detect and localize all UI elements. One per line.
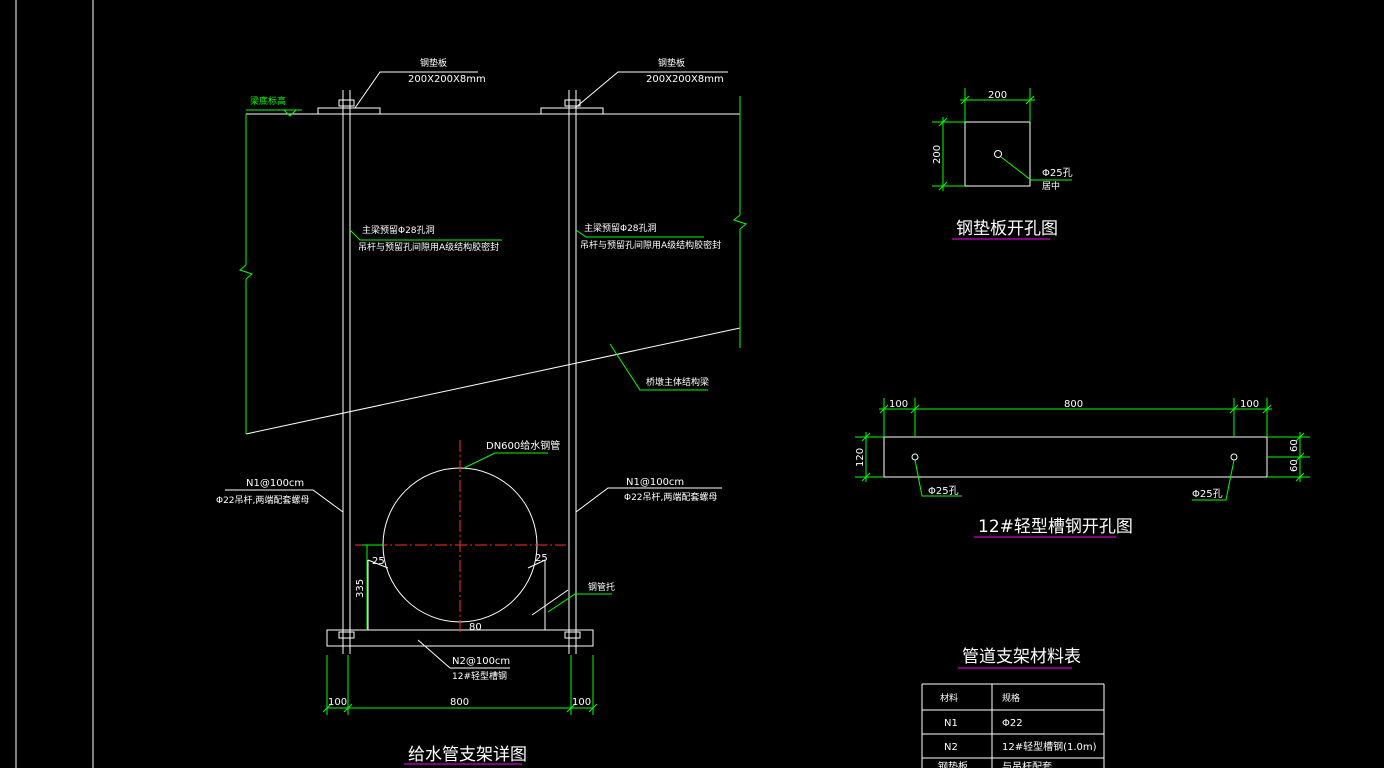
dim-25-left: 25 — [372, 556, 385, 567]
plate-hole — [994, 150, 1002, 158]
channel-hole-right-label: Φ25孔 — [1192, 488, 1223, 500]
note-right-line1: 主梁预留Φ28孔洞 — [584, 222, 657, 234]
channel-dim-120: 120 — [855, 448, 866, 467]
plate-hole-position: 居中 — [1042, 180, 1060, 192]
steel-support-label: 钢管托 — [588, 581, 615, 593]
rod-left-line1: N1@100cm — [246, 478, 304, 489]
dim-800: 800 — [450, 697, 469, 708]
main-detail-title: 给水管支架详图 — [408, 745, 527, 765]
note-right-line2: 吊杆与预留孔间隙用A级结构胶密封 — [580, 239, 721, 251]
channel-steel-base — [326, 629, 594, 647]
dim-100-left: 100 — [328, 697, 347, 708]
leader-lines — [225, 71, 728, 669]
plate-hole-label: Φ25孔 — [1042, 167, 1073, 179]
dim-25-right: 25 — [535, 553, 548, 564]
dim-335: 335 — [355, 579, 366, 598]
plate-left-size: 200X200X8mm — [408, 74, 486, 85]
beam-body-label: 桥墩主体结构梁 — [646, 376, 709, 388]
table-header-spec: 规格 — [1002, 692, 1020, 704]
pipe-label: DN600给水钢管 — [486, 439, 560, 452]
channel-dim-60-bottom: 60 — [1289, 459, 1300, 472]
rod-right-line2: Φ22吊杆,两端配套螺母 — [624, 491, 717, 503]
hanger-rod-right — [564, 90, 581, 654]
beam-level-label: 梁底标高 — [250, 95, 286, 107]
plate-dim-height: 200 — [932, 145, 943, 164]
rod-right-line1: N1@100cm — [626, 477, 684, 488]
dimension-lines — [238, 96, 748, 715]
table-cell: 12#轻型槽钢(1.0m) — [1002, 740, 1097, 753]
plate-right-size: 200X200X8mm — [646, 74, 724, 85]
table-cell: N1 — [944, 718, 958, 729]
channel-line2: 12#轻型槽钢 — [452, 670, 507, 682]
hanger-rod-left — [338, 90, 355, 654]
plate-right-label: 钢垫板 — [658, 57, 685, 69]
plate-detail-title: 钢垫板开孔图 — [956, 219, 1058, 239]
dim-80: 80 — [469, 622, 482, 633]
channel-hole-right — [1230, 453, 1238, 461]
table-cell: 与吊杆配套 — [1002, 760, 1052, 768]
channel-dimensions — [855, 398, 1310, 501]
table-cell: Φ22 — [1002, 718, 1023, 729]
table-cell: N2 — [944, 742, 958, 753]
table-header-material: 材料 — [940, 692, 958, 704]
channel-hole-left-label: Φ25孔 — [928, 485, 959, 497]
plate-square — [964, 121, 1031, 187]
pipe-support-left — [367, 559, 389, 630]
table-cell: 钢垫板 — [938, 760, 968, 768]
plate-detail: 200 200 Φ25孔 居中 钢垫板开孔图 — [932, 88, 1073, 240]
drawing-frame — [15, 0, 94, 768]
channel-dim-800: 800 — [1064, 399, 1083, 410]
channel-detail: 100 800 100 120 60 60 Φ25孔 Φ25孔 12#轻型槽钢开… — [855, 398, 1310, 538]
channel-hole-left — [911, 453, 919, 461]
channel-detail-title: 12#轻型槽钢开孔图 — [978, 517, 1133, 537]
channel-dim-100-right: 100 — [1240, 399, 1259, 410]
plate-dim-width: 200 — [988, 90, 1007, 101]
material-table-title: 管道支架材料表 — [962, 647, 1081, 667]
main-detail: 梁底标高 钢垫板 200X200X8mm 钢垫板 200X200X8mm 主梁预… — [216, 57, 748, 765]
channel-dim-100-left: 100 — [889, 399, 908, 410]
channel-line1: N2@100cm — [452, 656, 510, 667]
plate-left-label: 钢垫板 — [420, 57, 447, 69]
dim-100-right: 100 — [572, 697, 591, 708]
note-left-line2: 吊杆与预留孔间隙用A级结构胶密封 — [358, 241, 499, 253]
pipe-support-right — [527, 559, 569, 630]
material-table: 管道支架材料表 材料 规格 N1 Φ22 N2 12#轻型槽钢(1.0m) 钢垫… — [921, 647, 1105, 768]
channel-rect — [883, 436, 1268, 478]
steel-plate-left — [317, 107, 381, 115]
steel-plate-right — [540, 107, 604, 115]
channel-dim-60-top: 60 — [1289, 439, 1300, 452]
note-left-line1: 主梁预留Φ28孔洞 — [362, 224, 435, 236]
plate-dimensions — [932, 88, 1072, 191]
rod-left-line2: Φ22吊杆,两端配套螺母 — [216, 494, 309, 506]
